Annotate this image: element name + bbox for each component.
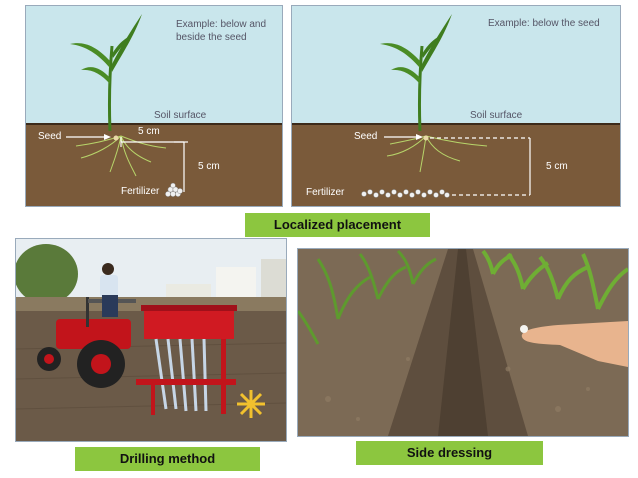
plant-leaf	[112, 36, 130, 58]
sky-area	[26, 6, 282, 124]
fertilizer-granules	[165, 182, 183, 197]
side-dressing-illustration	[298, 249, 628, 436]
plant-leaf	[70, 43, 110, 68]
plant-roots	[386, 135, 488, 173]
maize-row-left	[298, 249, 437, 345]
hand	[521, 321, 628, 367]
plant-leaf	[380, 43, 420, 68]
fertilizer-granules	[361, 189, 450, 198]
caption-localized-placement: Localized placement	[245, 213, 430, 237]
vertical-distance-label: 5 cm	[546, 161, 568, 172]
plant-leaf	[81, 67, 110, 84]
plant-stem	[417, 45, 424, 132]
seed-dot	[113, 135, 119, 141]
tractor-seed-drill-illustration	[16, 239, 286, 441]
diagram-graphics	[361, 14, 531, 198]
plant-leaf	[391, 67, 420, 84]
fertilizer-granule	[520, 325, 528, 333]
plant-leaf	[421, 14, 452, 72]
diagram-graphics	[66, 14, 188, 197]
diagram-below: Example: below the seed Soil surface See…	[291, 5, 621, 207]
soil-area	[292, 124, 620, 206]
caption-drilling-method: Drilling method	[75, 447, 260, 471]
drilling-method-photo	[15, 238, 287, 442]
soil-area	[26, 124, 282, 206]
seed-label: Seed	[38, 131, 62, 142]
maize-row-right	[481, 249, 628, 310]
diagram-below-and-beside: Example: below and beside the seed Soil …	[25, 5, 283, 207]
seed-dot	[423, 135, 429, 141]
soil-surface-label: Soil surface	[154, 110, 207, 121]
plant-leaf	[111, 14, 142, 72]
fertilizer-label: Fertilizer	[306, 187, 345, 198]
sky-area	[292, 6, 620, 124]
example-label: Example: below and beside the seed	[176, 19, 267, 43]
soil-surface-line	[26, 123, 282, 125]
example-label: Example: below the seed	[488, 18, 600, 29]
seed-drill-hopper	[144, 309, 234, 339]
tractor-body	[56, 319, 131, 349]
star-wheel	[237, 390, 265, 418]
caption-side-dressing: Side dressing	[356, 441, 543, 465]
side-dressing-photo	[297, 248, 629, 437]
seed-label: Seed	[354, 131, 378, 142]
soil-surface-line	[292, 123, 620, 125]
plant-leaf	[422, 36, 440, 58]
horizontal-distance-label: 5 cm	[138, 126, 160, 137]
plant-stem	[107, 45, 114, 132]
soil-surface-label: Soil surface	[470, 110, 523, 121]
fertilizer-label: Fertilizer	[121, 186, 160, 197]
vertical-distance-label: 5 cm	[198, 161, 220, 172]
seed-tubes	[154, 338, 208, 412]
